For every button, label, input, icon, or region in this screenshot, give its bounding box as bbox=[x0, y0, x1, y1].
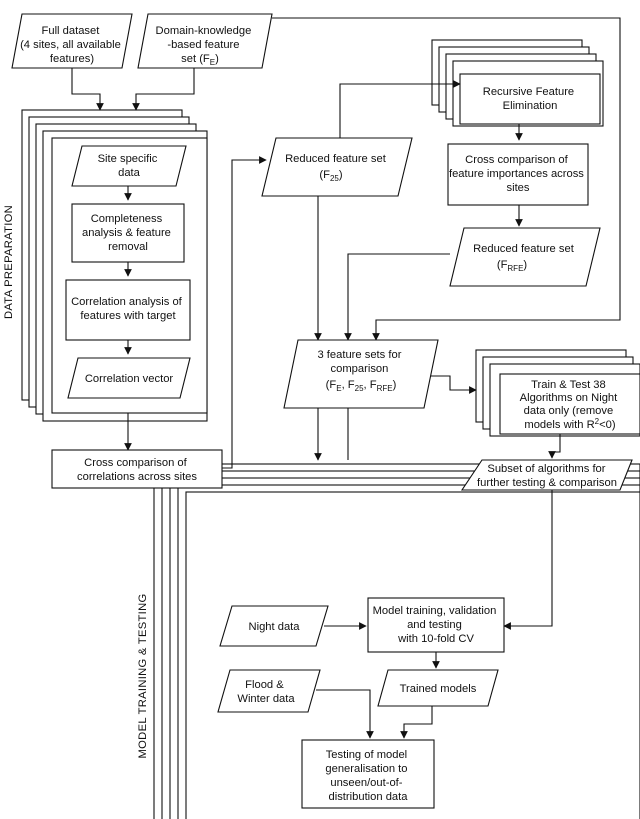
cross-comparison-importances-label: Cross comparison of feature importances … bbox=[449, 154, 587, 194]
domain-knowledge-label: Domain-knowledge -based feature set (FE) bbox=[156, 25, 255, 67]
three-feature-sets-label: 3 feature sets for comparison (FE, F25, … bbox=[317, 349, 404, 393]
train-test-stack bbox=[475, 349, 640, 437]
night-data-node bbox=[219, 605, 329, 647]
cross-comparison-correlations-node bbox=[51, 449, 223, 489]
trained-models-label: Trained models bbox=[400, 683, 477, 695]
model-training-label: Model training, validation and testing w… bbox=[373, 605, 500, 645]
cross-comparison-correlations-label: Cross comparison of correlations across … bbox=[77, 457, 197, 483]
correlation-vector-label: Correlation vector bbox=[85, 373, 174, 385]
reduced-f25-label: Reduced feature set (F25) bbox=[285, 153, 389, 183]
generalisation-label: Testing of model generalisation to unsee… bbox=[325, 749, 410, 803]
completeness-node bbox=[71, 203, 185, 263]
model-training-node bbox=[367, 597, 505, 653]
correlation-vector-node bbox=[67, 357, 191, 399]
cross-comparison-importances-node bbox=[447, 143, 589, 206]
data-preparation-label: DATA PREPARATION bbox=[3, 205, 15, 319]
flood-winter-node bbox=[217, 669, 321, 713]
train-test-label: Train & Test 38 Algorithms on Night data… bbox=[520, 379, 621, 431]
rfe-label: Recursive Feature Elimination bbox=[483, 86, 578, 112]
correlation-analysis-node bbox=[65, 279, 191, 341]
site-specific-data-node bbox=[71, 145, 187, 187]
flood-winter-label: Flood & Winter data bbox=[237, 679, 295, 705]
night-data-label: Night data bbox=[249, 621, 301, 633]
three-feature-sets-node bbox=[283, 339, 439, 409]
reduced-frfe-node bbox=[449, 227, 601, 287]
full-dataset-label: Full dataset (4 sites, all available fea… bbox=[20, 25, 124, 65]
correlation-analysis-label: Correlation analysis of features with ta… bbox=[71, 296, 185, 322]
generalisation-node bbox=[301, 739, 435, 809]
reduced-f25-node bbox=[261, 137, 413, 197]
model-training-testing-label: MODEL TRAINING & TESTING bbox=[137, 594, 149, 759]
full-dataset-node bbox=[11, 13, 133, 69]
rfe-stack bbox=[431, 39, 604, 127]
reduced-frfe-label: Reduced feature set (FRFE) bbox=[473, 243, 577, 273]
completeness-label: Completeness analysis & feature removal bbox=[82, 213, 174, 253]
subset-label: Subset of algorithms for further testing… bbox=[477, 463, 617, 489]
domain-knowledge-node bbox=[137, 13, 273, 69]
flow-edges bbox=[71, 17, 621, 739]
trained-models-node bbox=[377, 669, 499, 707]
subset-node bbox=[460, 459, 633, 491]
site-specific-data-label: Site specific data bbox=[98, 153, 161, 179]
